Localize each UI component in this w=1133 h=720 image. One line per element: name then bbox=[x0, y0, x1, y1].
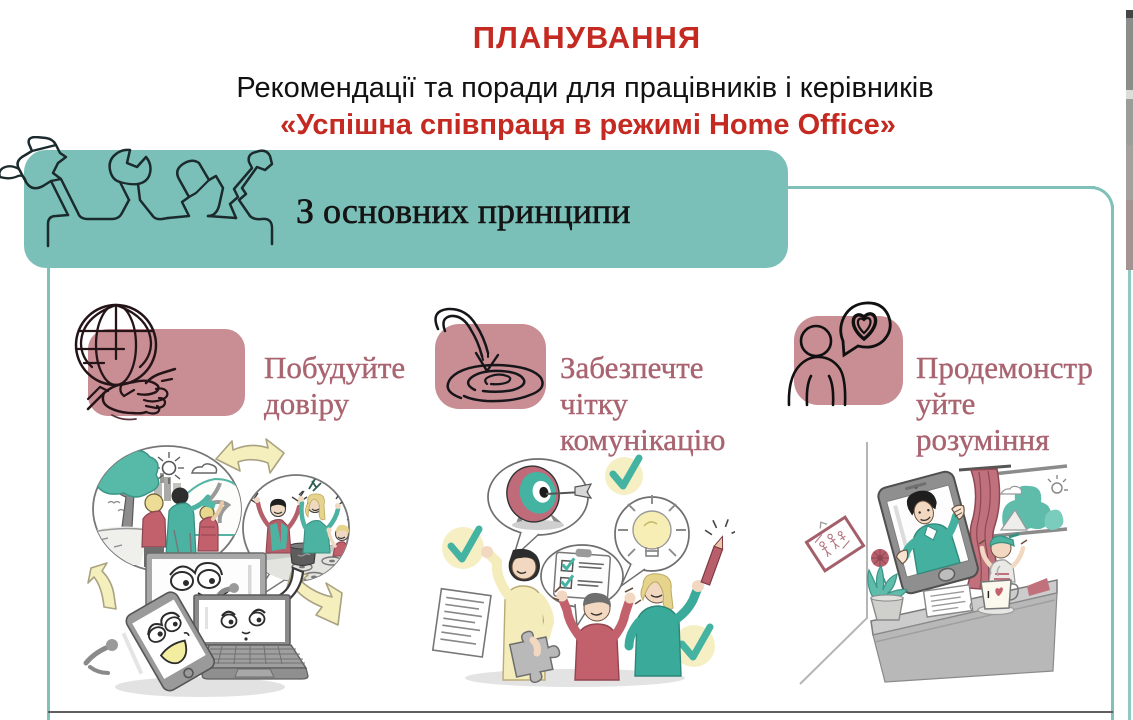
svg-text:I: I bbox=[987, 590, 990, 601]
